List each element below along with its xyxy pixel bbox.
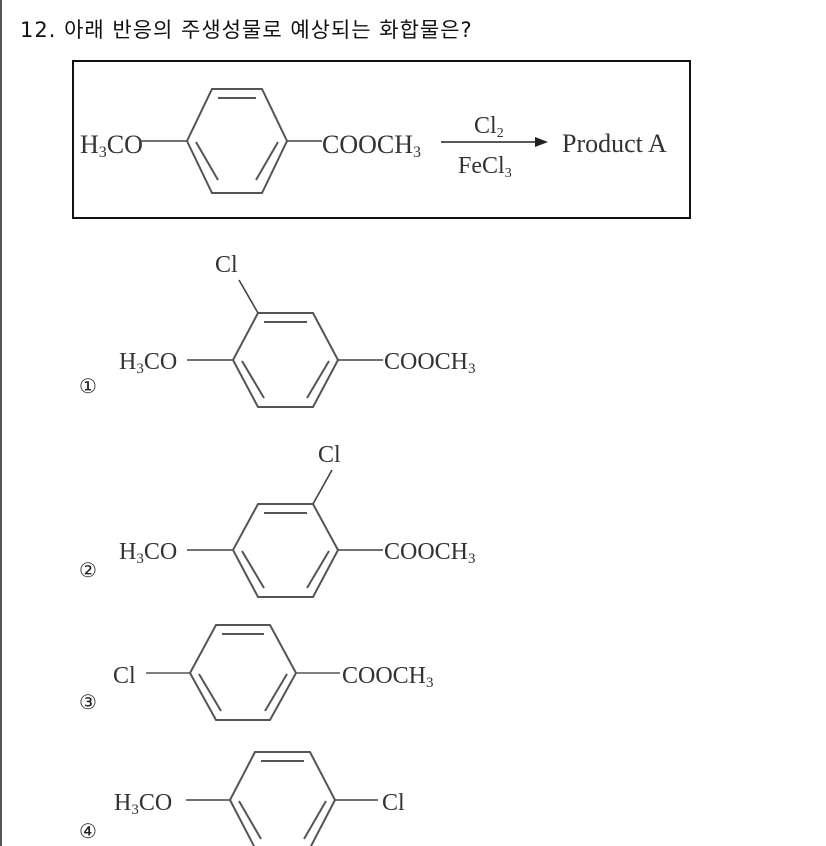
reactant-left-group: H3CO bbox=[80, 130, 143, 161]
option-1-left-group: H3CO bbox=[119, 349, 177, 377]
reaction-box bbox=[72, 60, 691, 219]
benzene-ring-icon bbox=[231, 312, 340, 408]
option-1-substituent: Cl bbox=[215, 252, 238, 278]
question-title: 12. 아래 반응의 주생성물로 예상되는 화합물은? bbox=[20, 14, 473, 44]
option-2[interactable]: ② H3CO Cl COOCH3 bbox=[79, 442, 476, 598]
reagent-top: Cl2 bbox=[474, 113, 504, 141]
question-text: 아래 반응의 주생성물로 예상되는 화합물은? bbox=[64, 18, 473, 42]
reaction-scheme: H3CO COOCH3 Cl2 FeCl3 Product A bbox=[72, 60, 691, 219]
option-3-left-group: Cl bbox=[113, 663, 136, 689]
product-label: Product A bbox=[562, 129, 667, 158]
reagent-bottom: FeCl3 bbox=[458, 153, 512, 181]
benzene-ring-icon bbox=[185, 88, 289, 194]
page-left-border bbox=[0, 0, 2, 846]
option-marker-1: ① bbox=[79, 374, 97, 398]
reaction-arrow-icon bbox=[535, 137, 548, 147]
option-2-substituent: Cl bbox=[318, 442, 341, 468]
option-marker-4: ④ bbox=[79, 819, 97, 843]
option-1[interactable]: ① H3CO Cl COOCH3 bbox=[79, 252, 476, 408]
reactant-right-group: COOCH3 bbox=[322, 130, 421, 161]
benzene-ring-icon bbox=[228, 751, 337, 846]
option-4-right-group: Cl bbox=[382, 790, 405, 816]
option-3-right-group: COOCH3 bbox=[342, 663, 434, 691]
option-marker-3: ③ bbox=[79, 690, 97, 714]
option-3[interactable]: ③ Cl COOCH3 bbox=[79, 624, 434, 721]
option-4-left-group: H3CO bbox=[114, 790, 172, 818]
option-2-right-group: COOCH3 bbox=[384, 539, 476, 567]
option-2-left-group: H3CO bbox=[119, 539, 177, 567]
option-marker-2: ② bbox=[79, 558, 97, 582]
benzene-ring-icon bbox=[188, 624, 298, 721]
option-4[interactable]: ④ H3CO Cl bbox=[79, 751, 405, 846]
question-number: 12. bbox=[20, 18, 57, 42]
benzene-ring-icon bbox=[231, 503, 340, 598]
option-1-right-group: COOCH3 bbox=[384, 349, 476, 377]
